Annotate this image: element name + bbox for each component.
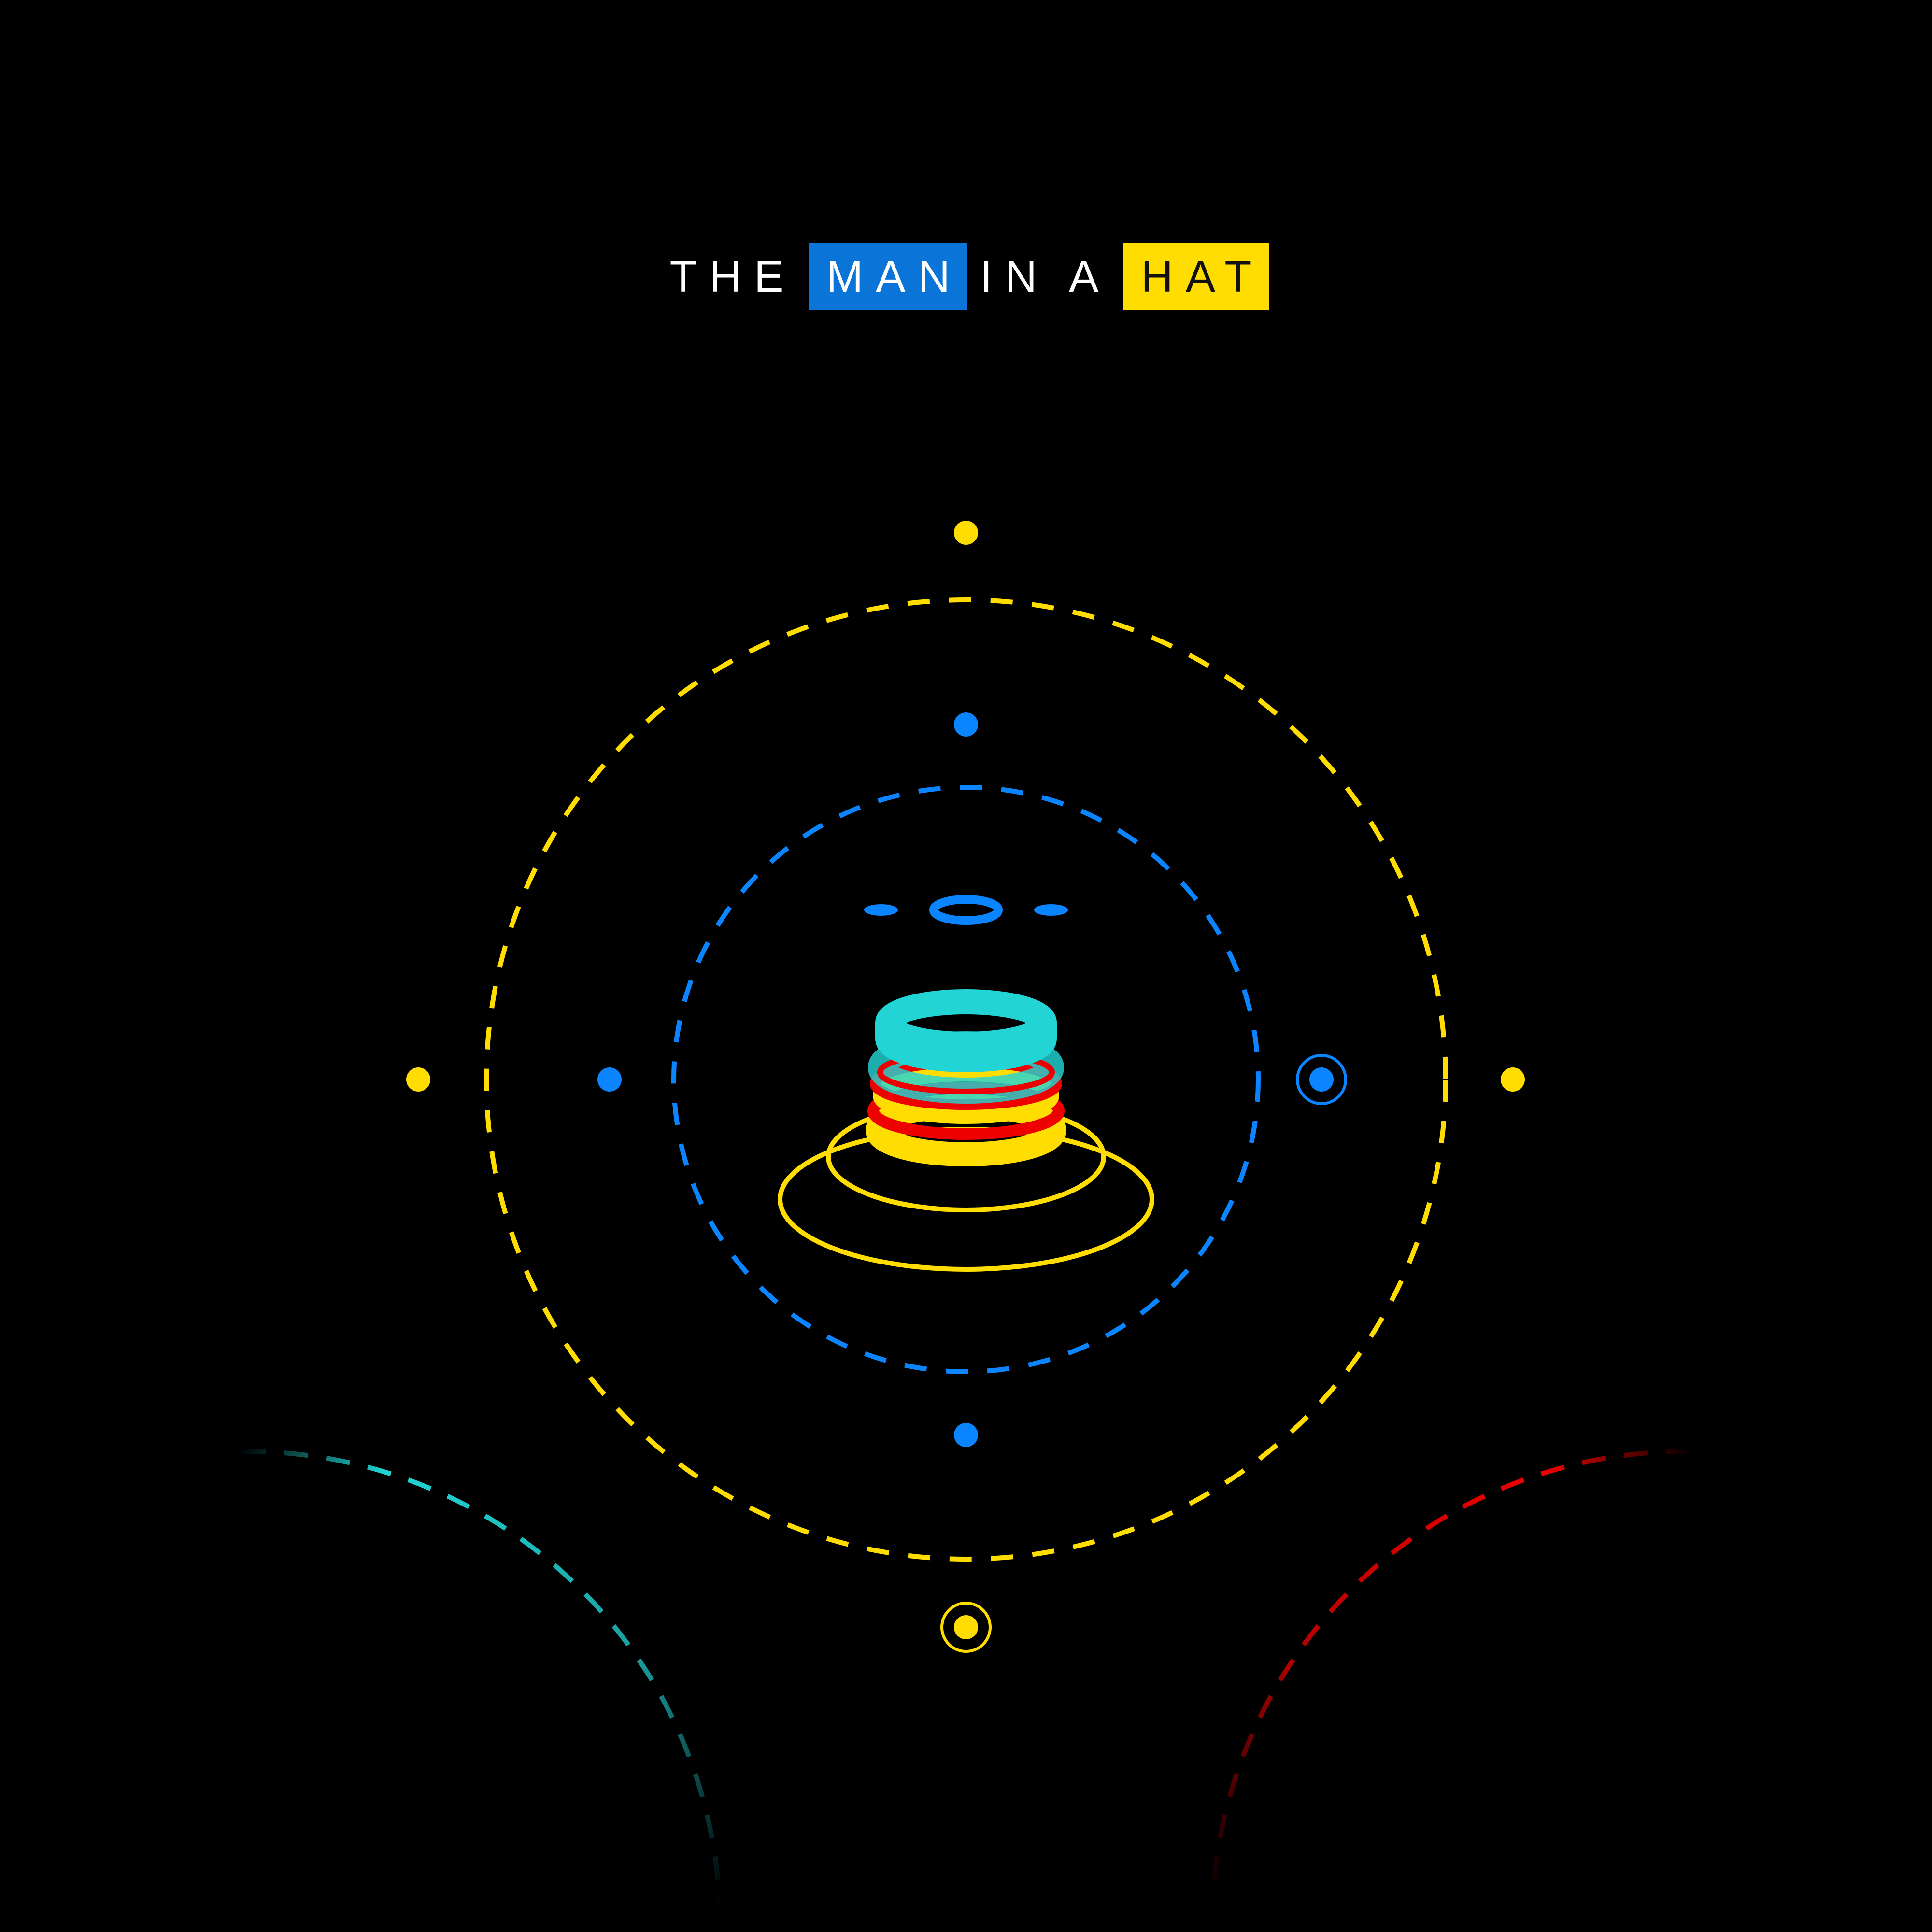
red-corner-arc bbox=[1210, 1449, 1691, 1908]
cyan-corner-arc bbox=[241, 1449, 722, 1908]
poster-title: THE MAN IN A HAT bbox=[0, 243, 1932, 310]
title-word-hat: HAT bbox=[1123, 243, 1269, 310]
dot-blue-left bbox=[597, 1067, 622, 1092]
blue-eye-marks bbox=[864, 895, 1068, 925]
dot-blue-top bbox=[954, 712, 978, 737]
title-word-man: MAN bbox=[809, 243, 967, 310]
dot-yellow-right bbox=[1501, 1067, 1525, 1092]
title-word-a: A bbox=[1068, 252, 1111, 301]
hat-ring-stack bbox=[866, 989, 1066, 1166]
dot-yellow-left bbox=[406, 1067, 430, 1092]
yellow-target-marker bbox=[940, 1602, 992, 1653]
dot-yellow-top bbox=[954, 521, 978, 545]
title-word-the: THE bbox=[669, 252, 796, 301]
title-word-in: IN bbox=[980, 252, 1050, 301]
inner-blue-orbit bbox=[671, 785, 1261, 1374]
blue-target-marker bbox=[1296, 1054, 1347, 1105]
dot-blue-bottom bbox=[954, 1423, 978, 1447]
outer-yellow-orbit bbox=[484, 597, 1448, 1562]
